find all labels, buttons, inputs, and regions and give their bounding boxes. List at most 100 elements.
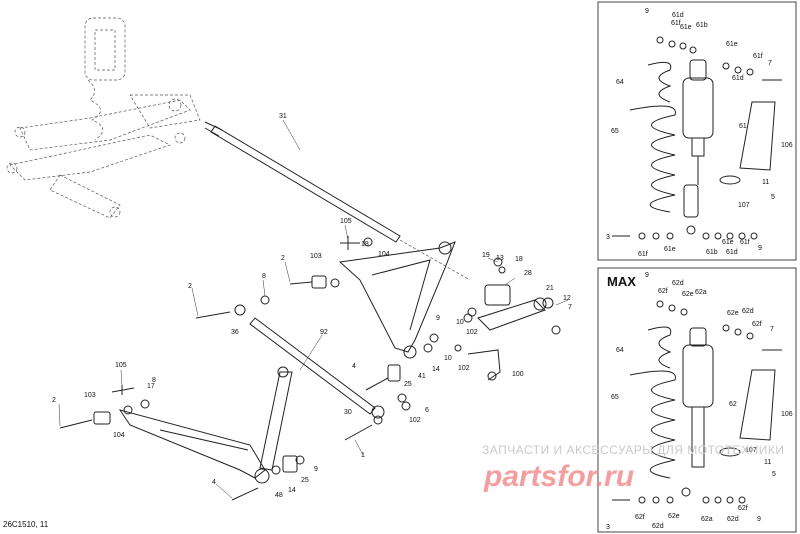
- callout: 92: [320, 329, 328, 336]
- callout: 18: [361, 241, 369, 248]
- callout: 6: [425, 407, 429, 414]
- callout: 14: [288, 487, 296, 494]
- callout: 11: [764, 459, 771, 466]
- callout: 31: [279, 113, 287, 120]
- callout: 62f: [738, 505, 748, 512]
- callout: 62f: [658, 288, 668, 295]
- callout: 62d: [652, 523, 664, 530]
- callout: 48: [275, 492, 283, 499]
- callout: 4: [212, 479, 216, 486]
- top-shock-panel: [597, 1, 797, 261]
- callout: 61f: [638, 251, 648, 258]
- callout: 7: [568, 304, 572, 311]
- callout: 9: [645, 272, 649, 279]
- callout: 8: [262, 273, 266, 280]
- callout: 106: [781, 411, 793, 418]
- callout: 62a: [695, 289, 707, 296]
- callout: 1: [361, 452, 365, 459]
- callout: 104: [113, 432, 125, 439]
- callout: 103: [310, 253, 322, 260]
- callout: 61b: [696, 22, 708, 29]
- callout: 30: [344, 409, 352, 416]
- callout: 64: [616, 79, 624, 86]
- callout: 100: [512, 371, 524, 378]
- callout: 25: [404, 381, 412, 388]
- callout: 2: [52, 397, 56, 404]
- callout: 9: [758, 245, 762, 252]
- callout: 62d: [672, 280, 684, 287]
- callout: 107: [745, 447, 757, 454]
- main-callouts: 31 105 18 104 103 2 8 19 13 18 28 21 12 …: [52, 113, 572, 499]
- callout: 25: [301, 477, 309, 484]
- callout: 102: [466, 329, 478, 336]
- upper-a-arm: [338, 241, 456, 359]
- shock-61: [612, 36, 782, 240]
- callout: 8: [152, 377, 156, 384]
- callout: 11: [762, 179, 769, 186]
- top-panel-callouts: 9 61d 61f 61e 61b 61e 61f 61d 64 7 65 61…: [606, 8, 793, 258]
- callout: 62d: [742, 308, 754, 315]
- watermark-tagline: ЗАПЧАСТИ И АКСЕССУАРЫ ДЛЯ МОТОТЕХНИКИ: [482, 443, 784, 457]
- callout: 102: [458, 365, 470, 372]
- callout: 61e: [722, 239, 734, 246]
- callout: 2: [188, 283, 192, 290]
- callout: 61: [739, 123, 747, 130]
- callout: 103: [84, 392, 96, 399]
- leader-lines: [58, 119, 569, 499]
- callout: 5: [772, 471, 776, 478]
- assembled-suspension-ghost: [6, 17, 201, 219]
- callout: 107: [738, 202, 750, 209]
- callout: 62e: [727, 310, 739, 317]
- bottom-panel-callouts: 9 62d 62f 62e 62a 62e 62d 62f 64 7 65 62…: [606, 272, 793, 531]
- callout: 61d: [672, 12, 684, 19]
- callout: 9: [314, 466, 318, 473]
- link-rod-92: [234, 304, 385, 419]
- callout: 62f: [635, 514, 645, 521]
- callout: 61f: [671, 20, 681, 27]
- callout: 3: [606, 234, 610, 241]
- callout: 105: [115, 362, 127, 369]
- hardware-main: [59, 236, 561, 501]
- callout: 10: [444, 355, 452, 362]
- callout: 9: [645, 8, 649, 15]
- callout: 65: [611, 128, 619, 135]
- callout: 19: [482, 252, 490, 259]
- callout: 105: [340, 218, 352, 225]
- callout: 61f: [740, 239, 750, 246]
- knuckle-21: [467, 284, 547, 381]
- callout: 62e: [682, 291, 694, 298]
- callout: 62: [729, 401, 737, 408]
- callout: 18: [515, 256, 523, 263]
- max-title: MAX: [607, 274, 636, 289]
- callout: 61d: [732, 75, 744, 82]
- callout: 61d: [726, 249, 738, 256]
- callout: 104: [378, 251, 390, 258]
- callout: 5: [771, 194, 775, 201]
- callout: 13: [496, 255, 504, 262]
- callout: 102: [409, 417, 421, 424]
- callout: 9: [436, 315, 440, 322]
- callout: 17: [147, 383, 155, 390]
- callout: 62a: [701, 516, 713, 523]
- watermark-logo: partsfor.ru: [483, 460, 634, 493]
- callout: 12: [563, 295, 571, 302]
- callout: 9: [757, 516, 761, 523]
- lower-a-arm: [118, 366, 293, 484]
- callout: 61e: [680, 24, 692, 31]
- callout: 62e: [668, 513, 680, 520]
- callout: 7: [770, 326, 774, 333]
- callout: 3: [606, 524, 610, 531]
- callout: 106: [781, 142, 793, 149]
- max-shock-panel: [597, 267, 797, 533]
- callout: 7: [768, 60, 772, 67]
- callout: 4: [352, 363, 356, 370]
- callout: 61e: [664, 246, 676, 253]
- callout: 14: [432, 366, 440, 373]
- shaft-31: [204, 121, 471, 281]
- callout: 61f: [753, 53, 763, 60]
- callout: 65: [611, 394, 619, 401]
- callout: 61e: [726, 41, 738, 48]
- callout: 28: [524, 270, 532, 277]
- callout: 62d: [727, 516, 739, 523]
